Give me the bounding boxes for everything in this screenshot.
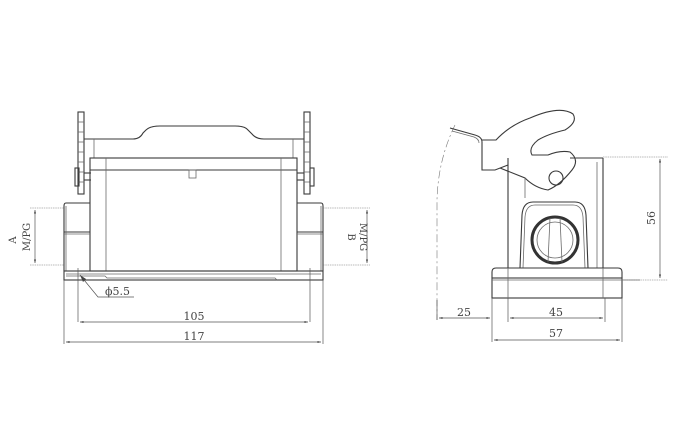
left-cable-entry xyxy=(63,202,90,271)
dim-105: 105 xyxy=(80,310,308,324)
label-b-thread: M/PG xyxy=(357,223,368,251)
lever-clearance-label: 25 xyxy=(457,306,471,319)
left-lever xyxy=(74,111,91,195)
hook-lever xyxy=(482,109,577,191)
front-view: A M/PG B M/PG ϕ5.5 105 11 xyxy=(8,111,370,344)
label-b: B xyxy=(345,233,356,240)
side-view: 25 45 57 56 xyxy=(436,109,668,342)
dim-45: 45 xyxy=(507,298,606,322)
base-flange xyxy=(63,270,324,281)
dim-56: 56 xyxy=(603,156,668,281)
right-lever xyxy=(297,111,315,195)
dim-117: 117 xyxy=(63,280,324,344)
hole-leader: ϕ5.5 xyxy=(77,268,311,322)
lever-swing-arc xyxy=(436,124,456,320)
right-cable-entry xyxy=(297,202,324,271)
hole-diameter-label: ϕ5.5 xyxy=(105,285,130,298)
label-a: A xyxy=(8,236,19,245)
dim-a: A M/PG xyxy=(8,207,64,266)
dim-b: B M/PG xyxy=(323,207,370,266)
overall-width-label: 117 xyxy=(184,330,205,343)
label-a-thread: M/PG xyxy=(22,223,33,251)
hood-top xyxy=(84,125,304,140)
pivot-pin xyxy=(548,170,564,186)
base-width-label: 57 xyxy=(549,327,563,340)
housing-body xyxy=(89,157,298,272)
hole-spacing-label: 105 xyxy=(184,310,205,323)
dim-57: 57 xyxy=(494,298,623,342)
dim-25: 25 xyxy=(436,298,493,342)
height-label: 56 xyxy=(645,211,658,225)
side-base xyxy=(491,267,640,299)
entry-frame xyxy=(519,201,589,269)
cable-gland xyxy=(530,215,580,265)
side-hole-spacing-label: 45 xyxy=(549,306,563,319)
